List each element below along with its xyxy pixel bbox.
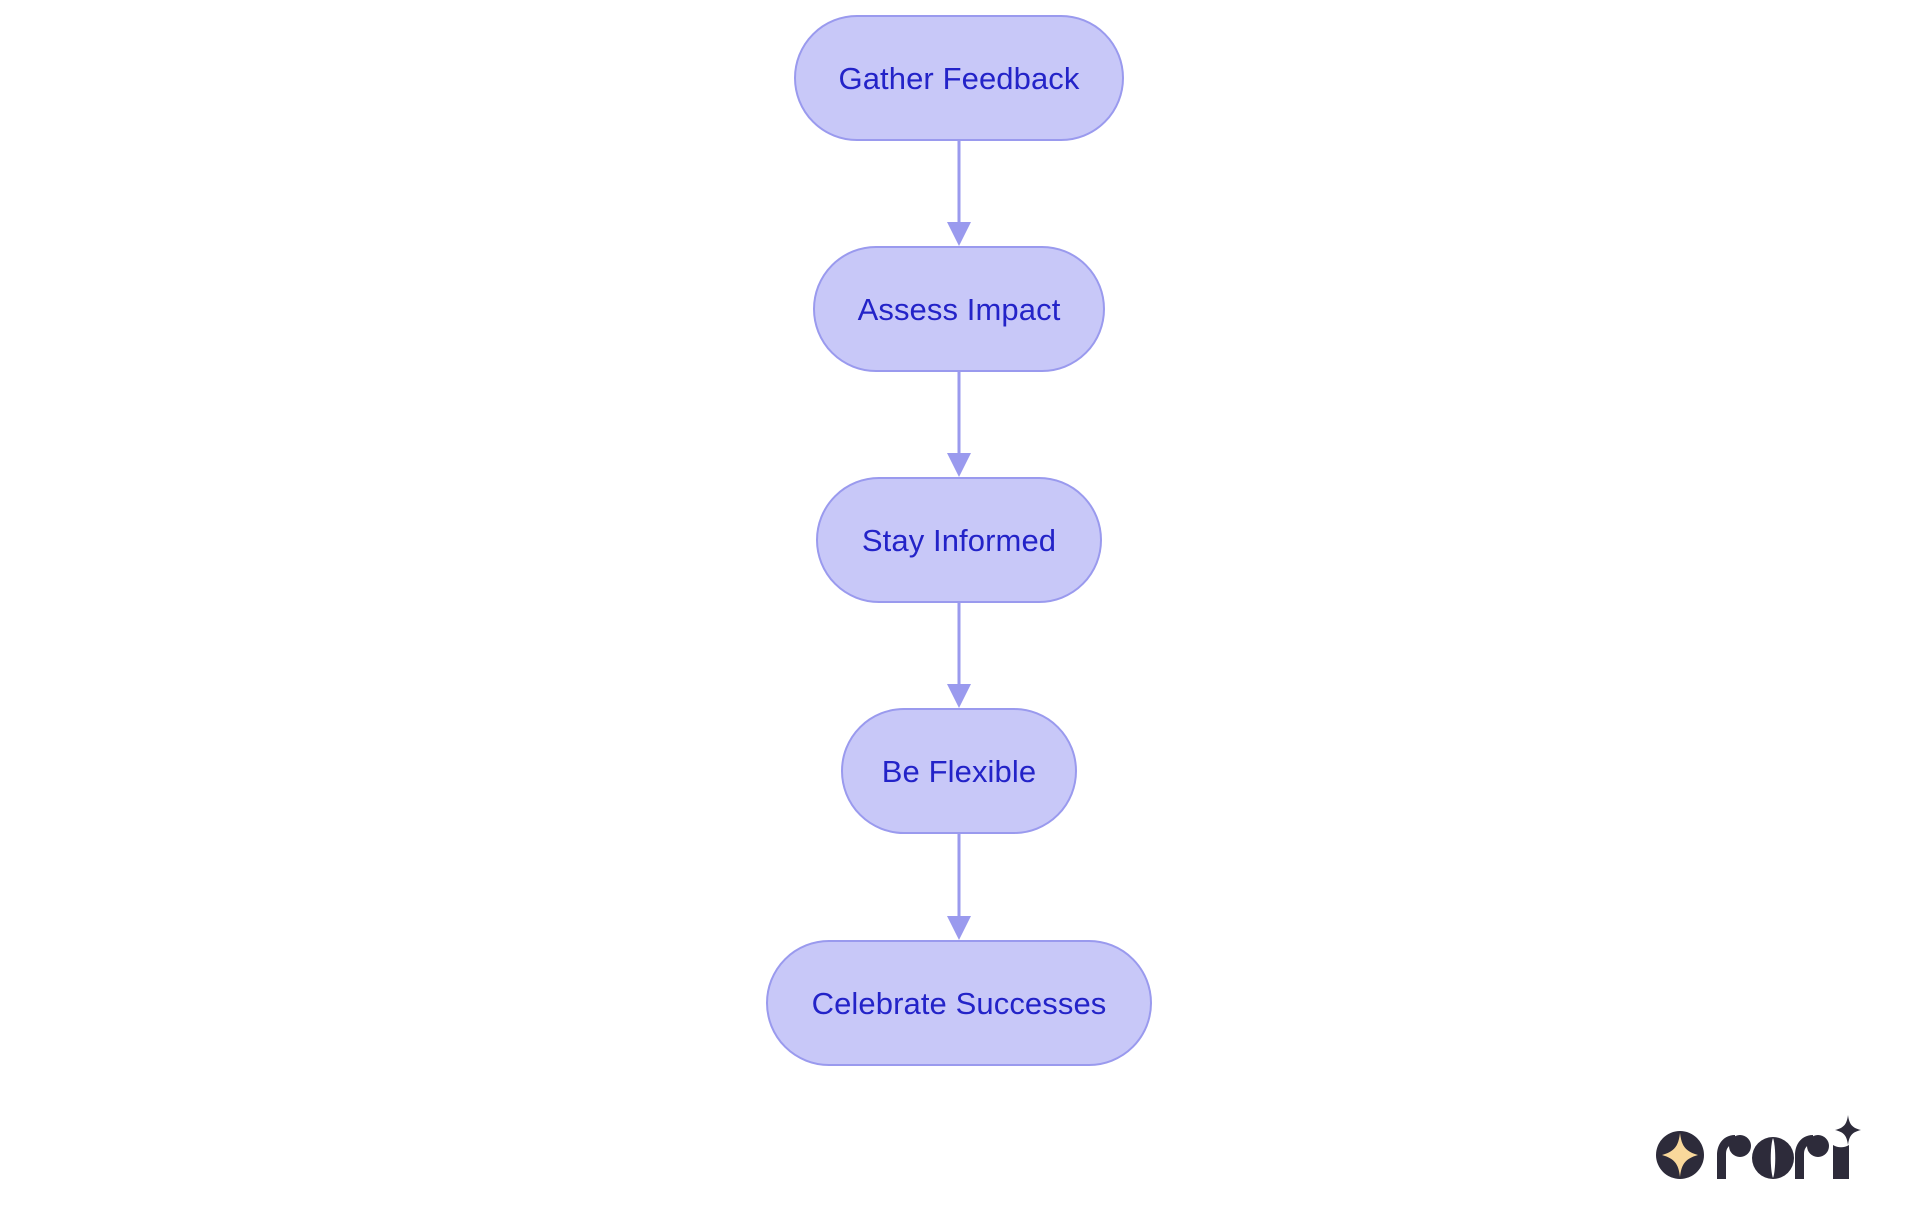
flow-node-label: Stay Informed [861,522,1057,558]
flow-node-be-flexible[interactable]: Be Flexible [841,708,1077,834]
rori-logo-svg [1656,1115,1861,1179]
flow-node-celebrate-successes[interactable]: Celebrate Successes [766,940,1152,1066]
flow-node-label: Celebrate Successes [811,985,1107,1021]
sparkle-mark-icon [1656,1131,1704,1179]
flow-node-label: Assess Impact [857,291,1061,327]
rori-wordmark [1717,1115,1861,1179]
flow-node-label: Gather Feedback [838,60,1080,96]
flow-node-label: Be Flexible [881,753,1037,789]
flow-node-stay-informed[interactable]: Stay Informed [816,477,1102,603]
rori-logo [1655,1113,1870,1195]
flow-node-assess-impact[interactable]: Assess Impact [813,246,1105,372]
flow-node-gather-feedback[interactable]: Gather Feedback [794,15,1124,141]
